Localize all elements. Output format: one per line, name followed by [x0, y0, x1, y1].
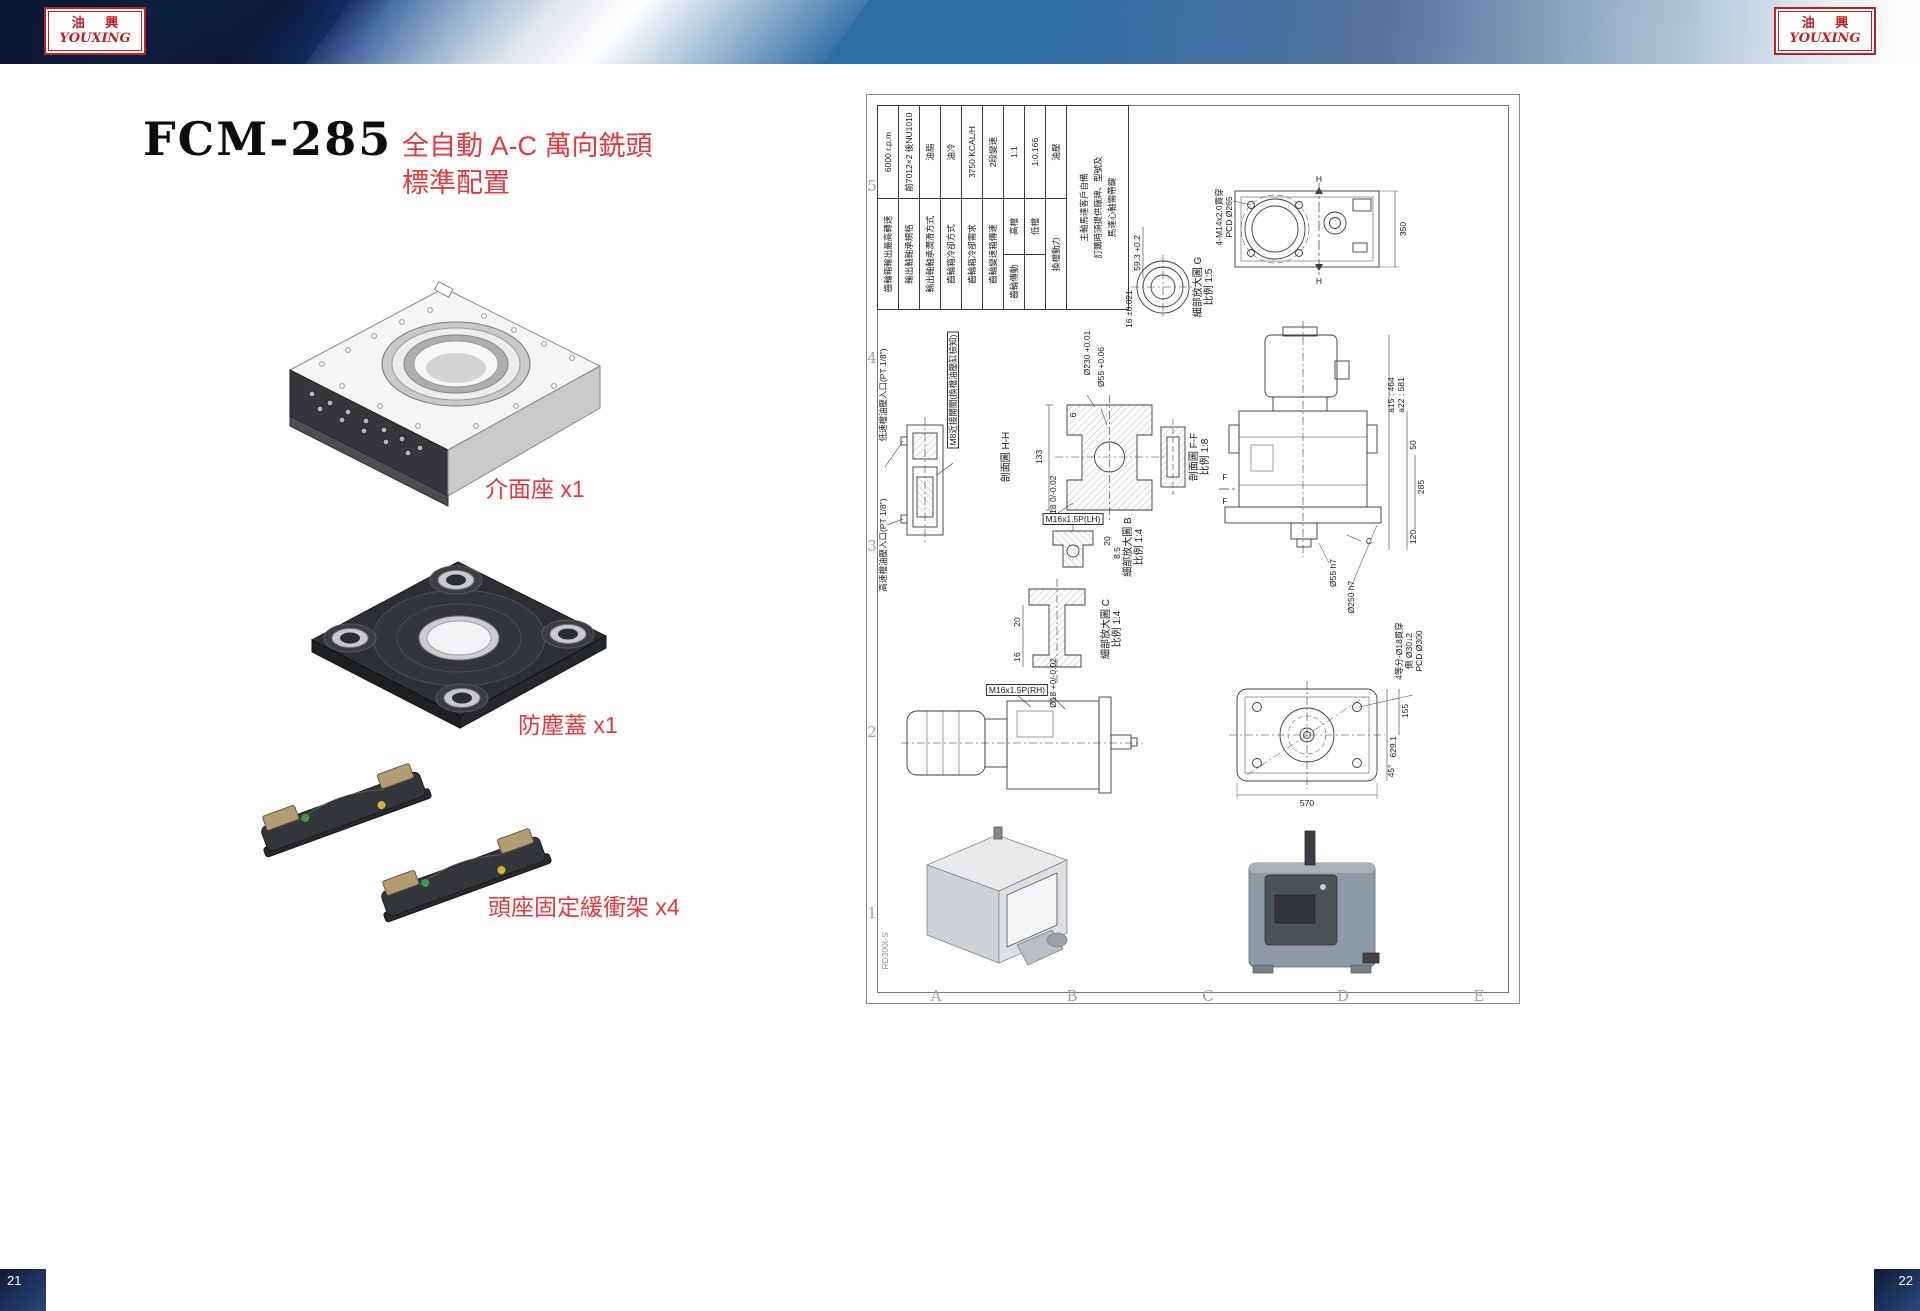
dim-133: 133: [1034, 449, 1044, 465]
label-bolt-note-top: 4-M14x2.0貫穿: [1214, 188, 1224, 246]
view-arrow-h: H: [1315, 276, 1323, 286]
interface-seat-figure: [288, 281, 602, 507]
view-arrow-c: C: [1365, 536, 1373, 546]
label-m8-proximity-switch: M8近接開關(換檔油壓缸檢知): [947, 331, 959, 449]
grid-row-2: 2: [867, 723, 877, 741]
dim-a15-464: a15 : 464: [1386, 377, 1396, 413]
dim-59-3: 59.3 +0.2: [1132, 235, 1142, 271]
subtitle-line2: 標準配置: [402, 168, 510, 198]
model-title: FCM-285: [143, 112, 393, 166]
brand-logo-right: 油 興 YOUXING: [1774, 7, 1876, 55]
label-low-speed-oil-port: 低速檔油壓入口(PT 1/8"): [878, 348, 888, 442]
brand-name-en: YOUXING: [1789, 31, 1861, 46]
subtitle-line1: 全自動 A-C 萬向銑頭: [402, 131, 653, 161]
grid-row-5: 5: [867, 177, 877, 195]
dim-8-5: 8.5: [1112, 547, 1122, 559]
dust-cover-figure: [310, 561, 608, 729]
dim-50: 50: [1408, 440, 1418, 450]
dim-285: 285: [1416, 479, 1426, 495]
view-arrow-f: F: [1222, 496, 1228, 506]
brand-name-en: YOUXING: [59, 31, 131, 46]
label-detail-g: 細部放大圖 G: [1193, 256, 1204, 318]
label-detail-c-scale: 比例 1:4: [1112, 610, 1123, 648]
grid-col-e: E: [1473, 987, 1485, 1005]
buffer-bracket-figure: [261, 763, 552, 923]
label-detail-c: 細部放大圖 C: [1101, 599, 1112, 659]
dim-6: 6: [1068, 412, 1078, 418]
label-section-ff-scale: 比例 1:8: [1200, 438, 1211, 476]
grid-col-b: B: [1066, 987, 1078, 1005]
grid-row-4: 4: [867, 349, 877, 367]
drawing-inner-frame: [877, 105, 1509, 993]
dim-230: Ø230 +0.01: [1082, 330, 1092, 376]
dim-55-h7: Ø55 h7: [1328, 559, 1338, 587]
header-banner: [0, 0, 1920, 64]
dim-18b: Ø18 +0/-0.02: [1048, 658, 1058, 708]
dim-570: 570: [1299, 798, 1315, 808]
grid-col-a: A: [930, 987, 942, 1005]
label-thread-rh: M16x1.5P(RH): [985, 684, 1049, 696]
part-label-interface-seat: 介面座 x1: [485, 476, 585, 502]
grid-row-1: 1: [867, 904, 877, 922]
label-bolt-note-bottom-depth: 側 Ø30↓2: [1404, 633, 1414, 669]
label-bolt-note-top-pcd: PCD Ø265: [1224, 196, 1234, 238]
dim-629-1: 629.1: [1388, 736, 1398, 758]
label-detail-g-scale: 比例 1:5: [1204, 268, 1215, 306]
label-detail-b: 細部放大圖 B: [1123, 517, 1134, 577]
grid-col-d: D: [1336, 987, 1350, 1005]
dim-55-tol: Ø55 +0.06: [1096, 347, 1106, 387]
banner-swoosh-light: [271, 0, 900, 64]
dim-16b: 16: [1012, 652, 1022, 662]
doc-code: RD300I-S: [880, 932, 890, 970]
label-section-ff: 剖面圖 F-F: [1189, 432, 1200, 482]
part-label-dust-cover: 防塵蓋 x1: [518, 712, 618, 738]
dim-a22-581: a22 : 581: [1396, 377, 1406, 413]
label-section-hh: 剖面圖 H-H: [1001, 431, 1012, 483]
part-label-buffer-bracket: 頭座固定緩衝架 x4: [488, 894, 680, 920]
dim-155: 155: [1400, 703, 1410, 719]
view-arrow-f: F: [1222, 472, 1228, 482]
dim-45deg: 45°: [1386, 764, 1396, 778]
dim-16-tol: 16 ±0.021: [1124, 290, 1134, 328]
dim-20b: 20: [1012, 617, 1022, 627]
dim-350: 350: [1398, 221, 1408, 237]
grid-col-c: C: [1202, 987, 1214, 1005]
brand-name-cn: 油 興: [1801, 16, 1857, 31]
dim-20a: 20: [1102, 536, 1112, 546]
dim-250-h7: Ø250 h7: [1346, 580, 1356, 614]
view-arrow-h: H: [1315, 174, 1323, 184]
brand-name-cn: 油 興: [71, 16, 127, 31]
label-thread-lh: M16x1.5P(LH): [1042, 513, 1104, 525]
label-bolt-note-bottom-pcd: PCD Ø300: [1414, 630, 1424, 672]
brand-logo-left: 油 興 YOUXING: [44, 7, 146, 55]
label-high-speed-oil-port: 高速檔油壓入口(PT 1/8"): [878, 498, 888, 592]
label-detail-b-scale: 比例 1:4: [1134, 528, 1145, 566]
label-bolt-note-bottom: 4等分-Ø18貫穿: [1394, 622, 1404, 680]
grid-row-3: 3: [867, 537, 877, 555]
dim-120: 120: [1408, 529, 1418, 545]
page-number-right: 22: [1874, 1269, 1920, 1311]
page-number-left: 21: [0, 1269, 46, 1311]
drawing-linework: [884, 183, 1416, 974]
